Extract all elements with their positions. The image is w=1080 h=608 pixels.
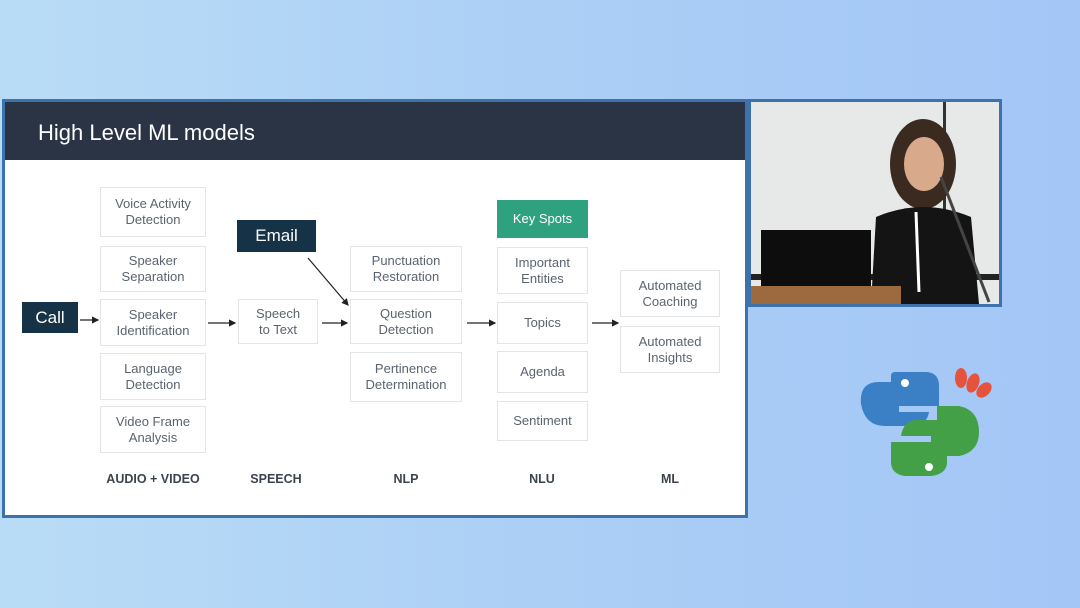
model-box: Video Frame Analysis [100, 406, 206, 453]
model-box: Agenda [497, 351, 588, 393]
model-box: Punctuation Restoration [350, 246, 462, 292]
model-box: Speech to Text [238, 299, 318, 344]
model-box: Speaker Separation [100, 246, 206, 292]
call-input: Call [22, 302, 78, 333]
speaker-image [751, 102, 999, 304]
model-box: Topics [497, 302, 588, 344]
python-logo [860, 368, 992, 476]
slide-title: High Level ML models [5, 102, 745, 160]
model-box: Voice Activity Detection [100, 187, 206, 237]
speaker-video [748, 99, 1002, 307]
model-box: Automated Coaching [620, 270, 720, 317]
flow-arrows [80, 257, 620, 327]
stage-label: NLP [393, 472, 419, 486]
model-box: Automated Insights [620, 326, 720, 373]
model-box: Pertinence Determination [350, 352, 462, 402]
model-box: Question Detection [350, 299, 462, 344]
stage-label: SPEECH [250, 472, 302, 486]
model-box: Sentiment [497, 401, 588, 441]
email-input: Email [237, 220, 316, 252]
model-box: Speaker Identification [100, 299, 206, 346]
model-box: Important Entities [497, 247, 588, 294]
stage-label: NLU [529, 472, 555, 486]
stage-label: ML [660, 472, 680, 486]
stage-label: AUDIO + VIDEO [106, 472, 200, 486]
model-box: Language Detection [100, 353, 206, 400]
presentation-slide: High Level ML models Call Email Voice Ac… [2, 99, 748, 518]
arrow [307, 257, 349, 306]
key-spots-box: Key Spots [497, 200, 588, 238]
